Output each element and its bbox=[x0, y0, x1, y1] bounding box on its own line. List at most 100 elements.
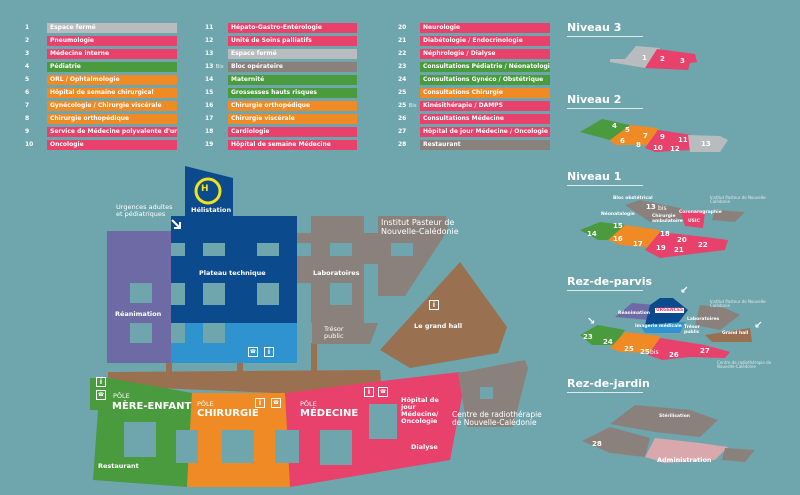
legend-number: 14 bbox=[205, 76, 228, 83]
entrance-arrow-icon: ↙ bbox=[754, 320, 763, 331]
label-pasteur: Institut Pasteur de Nouvelle-Calédonie bbox=[710, 299, 767, 309]
legend-number-text: 24 bbox=[398, 76, 407, 83]
helipad-icon: H bbox=[201, 184, 209, 194]
legend-number: 1 bbox=[25, 24, 47, 31]
label-bloc-obstetrical: Bloc obstétrical bbox=[613, 196, 653, 201]
legend-number-text: 16 bbox=[205, 102, 214, 109]
legend-number-text: 27 bbox=[398, 128, 407, 135]
legend-number: 27 bbox=[398, 128, 420, 135]
level-num: 17 bbox=[633, 240, 643, 248]
phone-icon: ☎ bbox=[96, 390, 106, 400]
legend-number: 8 bbox=[25, 115, 47, 122]
label-sterilisation: Stérilisation bbox=[659, 414, 690, 419]
legend-number-text: 17 bbox=[205, 115, 214, 122]
legend-number: 21 bbox=[398, 37, 420, 44]
connector bbox=[166, 362, 172, 377]
n1-usic bbox=[680, 210, 705, 228]
label-laboratoires: Laboratoires bbox=[313, 269, 360, 277]
label-mere-enfant: MÈRE-ENFANT bbox=[112, 401, 192, 412]
legend-label: Pneumologie bbox=[47, 35, 177, 46]
label-laboratoires: Laboratoires bbox=[687, 317, 720, 322]
legend-number-text: 9 bbox=[25, 128, 30, 135]
legend-number: 20 bbox=[398, 24, 420, 31]
label-institut-pasteur: Institut Pasteur de Nouvelle-Calédonie bbox=[381, 218, 459, 236]
level-num: 19 bbox=[656, 244, 666, 252]
rdj-top bbox=[610, 405, 718, 437]
level-num: 23 bbox=[583, 333, 593, 341]
legend-number: 17 bbox=[205, 115, 228, 122]
divider bbox=[567, 290, 643, 291]
legend-number: 19 bbox=[205, 141, 228, 148]
label-pasteur: Institut Pasteur de Nouvelle-Calédonie bbox=[710, 195, 767, 205]
legend-number: 22 bbox=[398, 50, 420, 57]
info-icon: i bbox=[364, 387, 374, 397]
info-icon: i bbox=[429, 300, 439, 310]
label-chirurgie: CHIRURGIE bbox=[197, 408, 259, 419]
phone-icon: ☎ bbox=[378, 387, 388, 397]
legend-label: Espace fermé bbox=[47, 22, 177, 33]
legend-number-text: 28 bbox=[398, 141, 407, 148]
label-reanimation: Réanimation bbox=[115, 310, 162, 318]
legend-item: 21 Diabétologie / Endocrinologie bbox=[398, 35, 550, 46]
legend-label: Diabétologie / Endocrinologie bbox=[420, 35, 550, 46]
legend-number-text: 18 bbox=[205, 128, 214, 135]
label-imagerie: Imagerie médicale bbox=[635, 324, 682, 329]
legend-number-text: 12 bbox=[205, 37, 214, 44]
legend-label: Neurologie bbox=[420, 22, 550, 33]
legend-number: 11 bbox=[205, 24, 228, 31]
legend-number-text: 10 bbox=[25, 141, 34, 148]
legend-label: Hépato-Gastro-Entérologie bbox=[228, 22, 357, 33]
level-num: 22 bbox=[698, 241, 708, 249]
label-chirurgie-ambulatoire: Chirurgie ambulatoire bbox=[652, 214, 683, 224]
label-dialyse: Dialyse bbox=[411, 443, 438, 451]
label-grand-hall: Le grand hall bbox=[414, 322, 463, 330]
level-num: 27 bbox=[700, 347, 710, 355]
legend-number: 24 bbox=[398, 76, 420, 83]
legend-label: Hôpital de semaine chirurgical bbox=[47, 87, 177, 98]
label-usic: USIC bbox=[688, 219, 700, 224]
phone-icon: ☎ bbox=[271, 398, 281, 408]
legend-number-text: 8 bbox=[25, 115, 30, 122]
legend-number-text: 15 bbox=[205, 89, 214, 96]
legend-label: Unité de Soins palliatifs bbox=[228, 35, 357, 46]
level-num: 26 bbox=[669, 351, 679, 359]
level-num: 4 bbox=[612, 122, 617, 130]
level-num: 14 bbox=[587, 230, 597, 238]
rdj-admin bbox=[645, 438, 728, 463]
legend-number-text: 21 bbox=[398, 37, 407, 44]
label-bis: bis bbox=[658, 205, 667, 212]
legend-label: Pédiatrie bbox=[47, 61, 177, 72]
legend-number-text: 4 bbox=[25, 63, 30, 70]
divider bbox=[567, 36, 643, 37]
level-num: 6 bbox=[620, 137, 625, 145]
level-num: 18 bbox=[660, 230, 670, 238]
level-num: 25 bbox=[624, 345, 634, 353]
label-coronarographie: Coronarographie bbox=[679, 210, 722, 215]
legend-number-text: 26 bbox=[398, 115, 407, 122]
legend-number: 6 bbox=[25, 89, 47, 96]
legend-label: Chirurgie orthopédique bbox=[228, 100, 357, 111]
legend-label: Médecine interne bbox=[47, 48, 177, 59]
legend-label: Consultations Gynéco / Obstétrique bbox=[420, 74, 550, 85]
building-tresor bbox=[312, 323, 378, 344]
helipad-ring bbox=[194, 177, 222, 205]
building-laboratoires bbox=[297, 216, 378, 323]
n1-taupe bbox=[625, 200, 690, 222]
label-urgences[interactable]: Urgences adultes et pédiatriques bbox=[116, 203, 173, 219]
legend-number: 2 bbox=[25, 37, 47, 44]
legend-number: 25 bbox=[398, 89, 420, 96]
legend-number-text: 22 bbox=[398, 50, 407, 57]
level-num: 21 bbox=[674, 246, 684, 254]
